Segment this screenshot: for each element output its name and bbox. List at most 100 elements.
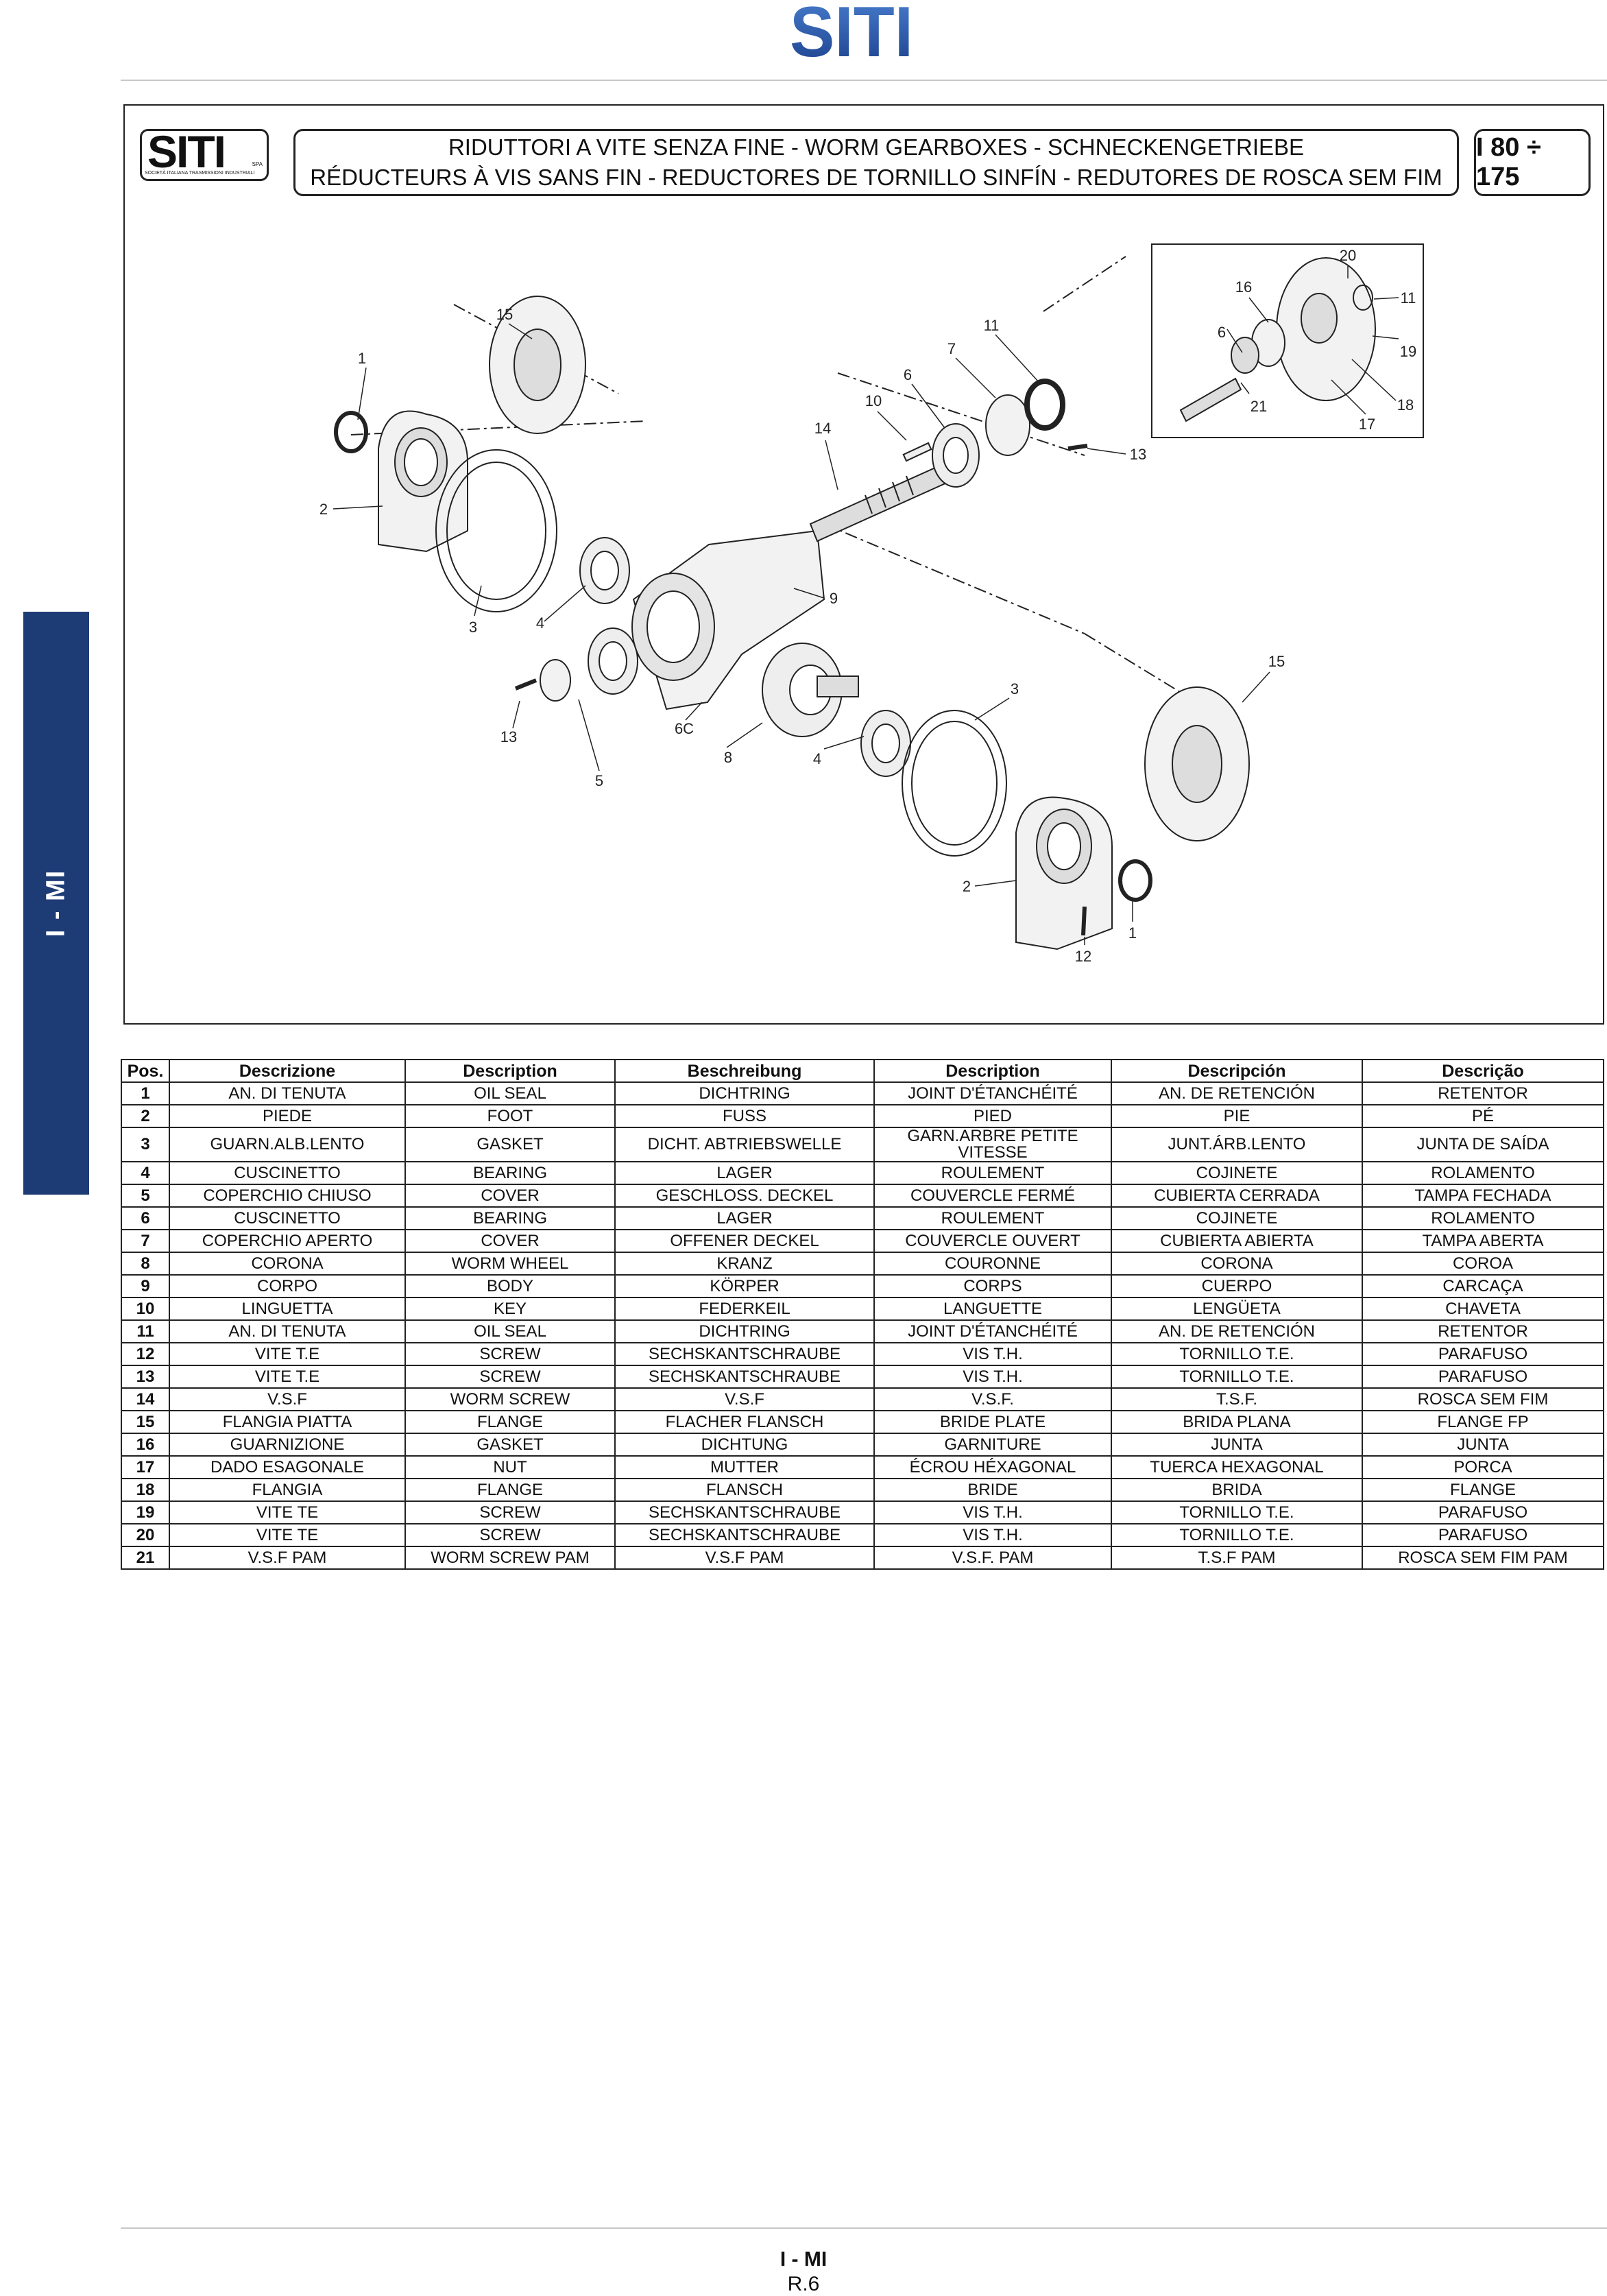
gasket-part (902, 710, 1007, 857)
footer-rule (121, 2227, 1607, 2229)
position-cell: 3 (121, 1127, 170, 1162)
bearing-part-inner (871, 724, 900, 763)
description-cell: ROLAMENTO (1362, 1161, 1604, 1185)
flat-flange-bore (1172, 725, 1222, 803)
description-cell: LANGUETTE (873, 1297, 1112, 1321)
description-cell: ROSCA SEM FIM (1362, 1387, 1604, 1411)
description-cell: PARAFUSO (1362, 1365, 1604, 1389)
description-cell: FLANGE FP (1362, 1410, 1604, 1434)
description-cell: JOINT D'ÉTANCHÉITÉ (873, 1081, 1112, 1105)
description-cell: WORM SCREW (404, 1387, 616, 1411)
description-cell: COUVERCLE OUVERT (873, 1229, 1112, 1253)
description-cell: RETENTOR (1362, 1319, 1604, 1343)
description-cell: CORONA (1111, 1252, 1363, 1276)
position-cell: 12 (121, 1342, 170, 1366)
callout-label: 10 (865, 392, 882, 409)
description-cell: T.S.F. (1111, 1387, 1363, 1411)
description-cell: WORM SCREW PAM (404, 1546, 616, 1570)
description-cell: COURONNE (873, 1252, 1112, 1276)
description-cell: FEDERKEIL (614, 1297, 875, 1321)
description-cell: DICHT. ABTRIEBSWELLE (614, 1127, 875, 1162)
callout-leader (825, 440, 838, 490)
description-cell: DADO ESAGONALE (169, 1455, 406, 1479)
description-cell: CORPO (169, 1274, 406, 1298)
description-cell: TORNILLO T.E. (1111, 1342, 1363, 1366)
description-cell: TORNILLO T.E. (1111, 1365, 1363, 1389)
description-cell: LENGÜETA (1111, 1297, 1363, 1321)
description-cell: JUNTA DE SAÍDA (1362, 1127, 1604, 1162)
bearing-part-inner (943, 437, 969, 474)
description-cell: COPERCHIO APERTO (169, 1229, 406, 1253)
exploded-drawing: 1 2 3 4 15 13 5 6C 8 9 14 10 6 7 11 13 3… (319, 243, 1424, 965)
description-cell: AN. DE RETENCIÓN (1111, 1081, 1363, 1105)
callout-label: 19 (1400, 343, 1416, 360)
description-cell: T.S.F PAM (1111, 1546, 1363, 1570)
callout-label: 21 (1250, 398, 1267, 415)
description-cell: NUT (404, 1455, 616, 1479)
description-cell: FOOT (404, 1104, 616, 1128)
key-part (902, 442, 932, 462)
description-cell: TORNILLO T.E. (1111, 1523, 1363, 1547)
callout-label: 1 (1128, 924, 1137, 942)
description-cell: SCREW (404, 1365, 616, 1389)
output-shaft (817, 675, 859, 697)
position-cell: 19 (121, 1500, 170, 1524)
description-cell: LINGUETTA (169, 1297, 406, 1321)
title-box: RIDUTTORI A VITE SENZA FINE - WORM GEARB… (293, 129, 1459, 196)
description-cell: COPERCHIO CHIUSO (169, 1184, 406, 1208)
description-cell: BRIDE (873, 1478, 1112, 1502)
description-cell: CORONA (169, 1252, 406, 1276)
column-header: Pos. (121, 1059, 170, 1083)
callout-label: 6 (904, 366, 912, 383)
callout-leader (1240, 382, 1250, 394)
description-cell: FLANSCH (614, 1478, 875, 1502)
callout-label: 5 (595, 772, 603, 789)
description-cell: SECHSKANTSCHRAUBE (614, 1365, 875, 1389)
description-cell: OIL SEAL (404, 1319, 616, 1343)
size-range-box: I 80 ÷ 175 (1474, 129, 1591, 196)
description-cell: CUSCINETTO (169, 1161, 406, 1185)
description-cell: COJINETE (1111, 1206, 1363, 1230)
description-cell: BEARING (404, 1161, 616, 1185)
description-cell: AN. DI TENUTA (169, 1081, 406, 1105)
description-cell: CORPS (873, 1274, 1112, 1298)
position-cell: 8 (121, 1252, 170, 1276)
description-cell: ROSCA SEM FIM PAM (1362, 1546, 1604, 1570)
callout-leader (1373, 297, 1399, 300)
siti-frame-logo: SITI SPA SOCIETÀ ITALIANA TRASMISSIONI I… (140, 129, 269, 181)
description-cell: SECHSKANTSCHRAUBE (614, 1500, 875, 1524)
description-cell: V.S.F. PAM (873, 1546, 1112, 1570)
callout-label: 16 (1235, 278, 1252, 296)
description-cell: PARAFUSO (1362, 1500, 1604, 1524)
description-cell: COVER (404, 1229, 616, 1253)
callout-label: 13 (1130, 446, 1146, 463)
description-cell: OIL SEAL (404, 1081, 616, 1105)
position-cell: 11 (121, 1319, 170, 1343)
description-cell: FLANGE (404, 1478, 616, 1502)
description-cell: KÖRPER (614, 1274, 875, 1298)
description-cell: CARCAÇA (1362, 1274, 1604, 1298)
description-cell: CHAVETA (1362, 1297, 1604, 1321)
callout-label: 1 (358, 350, 366, 367)
footer-section-code: I - MI (780, 2248, 827, 2271)
callout-leader (974, 880, 1017, 887)
description-cell: COROA (1362, 1252, 1604, 1276)
description-cell: JUNT.ÁRB.LENTO (1111, 1127, 1363, 1162)
description-cell: GARN.ARBRE PETITE VITESSE (873, 1127, 1112, 1162)
column-header: Beschreibung (614, 1059, 875, 1083)
title-line-1: RIDUTTORI A VITE SENZA FINE - WORM GEARB… (448, 134, 1305, 160)
description-cell: FUSS (614, 1104, 875, 1128)
description-cell: PIEDE (169, 1104, 406, 1128)
description-cell: CUSCINETTO (169, 1206, 406, 1230)
siti-frame-logo-spa: SPA (252, 161, 263, 167)
description-cell: DICHTRING (614, 1319, 875, 1343)
description-cell: LAGER (614, 1161, 875, 1185)
